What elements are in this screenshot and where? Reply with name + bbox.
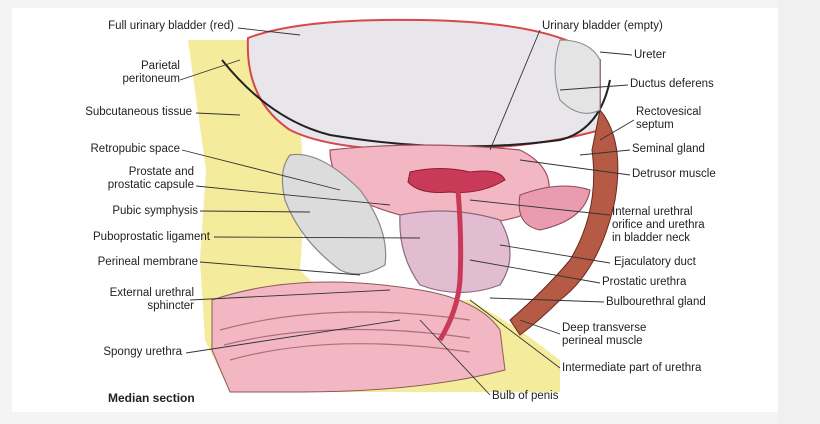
label-internal-urethral-orifice: Internal urethral orifice and urethra in… bbox=[612, 206, 705, 245]
prostate bbox=[400, 211, 510, 293]
label-ejaculatory-duct: Ejaculatory duct bbox=[614, 256, 696, 269]
label-pubic-symphysis: Pubic symphysis bbox=[92, 205, 198, 218]
label-parietal-peritoneum: Parietal peritoneum bbox=[100, 60, 180, 86]
label-intermediate-urethra: Intermediate part of urethra bbox=[562, 362, 701, 375]
full-bladder-interior bbox=[248, 20, 600, 150]
ureter bbox=[555, 40, 600, 113]
figure-title: Median section bbox=[108, 391, 195, 405]
label-ductus-deferens: Ductus deferens bbox=[630, 78, 714, 91]
label-full-bladder: Full urinary bladder (red) bbox=[66, 20, 234, 33]
label-ureter: Ureter bbox=[634, 49, 666, 62]
label-deep-transverse-perineal: Deep transverse perineal muscle bbox=[562, 322, 646, 348]
label-spongy-urethra: Spongy urethra bbox=[78, 346, 182, 359]
label-retropubic-space: Retropubic space bbox=[56, 143, 180, 156]
label-seminal-gland: Seminal gland bbox=[632, 143, 705, 156]
label-urinary-bladder-empty: Urinary bladder (empty) bbox=[542, 20, 663, 33]
label-subcutaneous-tissue: Subcutaneous tissue bbox=[54, 106, 192, 119]
seminal-gland bbox=[519, 186, 590, 230]
label-prostate-capsule: Prostate and prostatic capsule bbox=[76, 166, 194, 192]
label-rectovesical-septum: Rectovesical septum bbox=[636, 106, 701, 132]
label-perineal-membrane: Perineal membrane bbox=[74, 256, 198, 269]
label-detrusor-muscle: Detrusor muscle bbox=[632, 168, 716, 181]
label-prostatic-urethra: Prostatic urethra bbox=[602, 276, 686, 289]
label-bulbourethral-gland: Bulbourethral gland bbox=[606, 296, 706, 309]
label-puboprostatic-ligament: Puboprostatic ligament bbox=[46, 231, 210, 244]
label-external-urethral-sphincter: External urethral sphincter bbox=[80, 287, 194, 313]
label-bulb-of-penis: Bulb of penis bbox=[492, 390, 559, 403]
